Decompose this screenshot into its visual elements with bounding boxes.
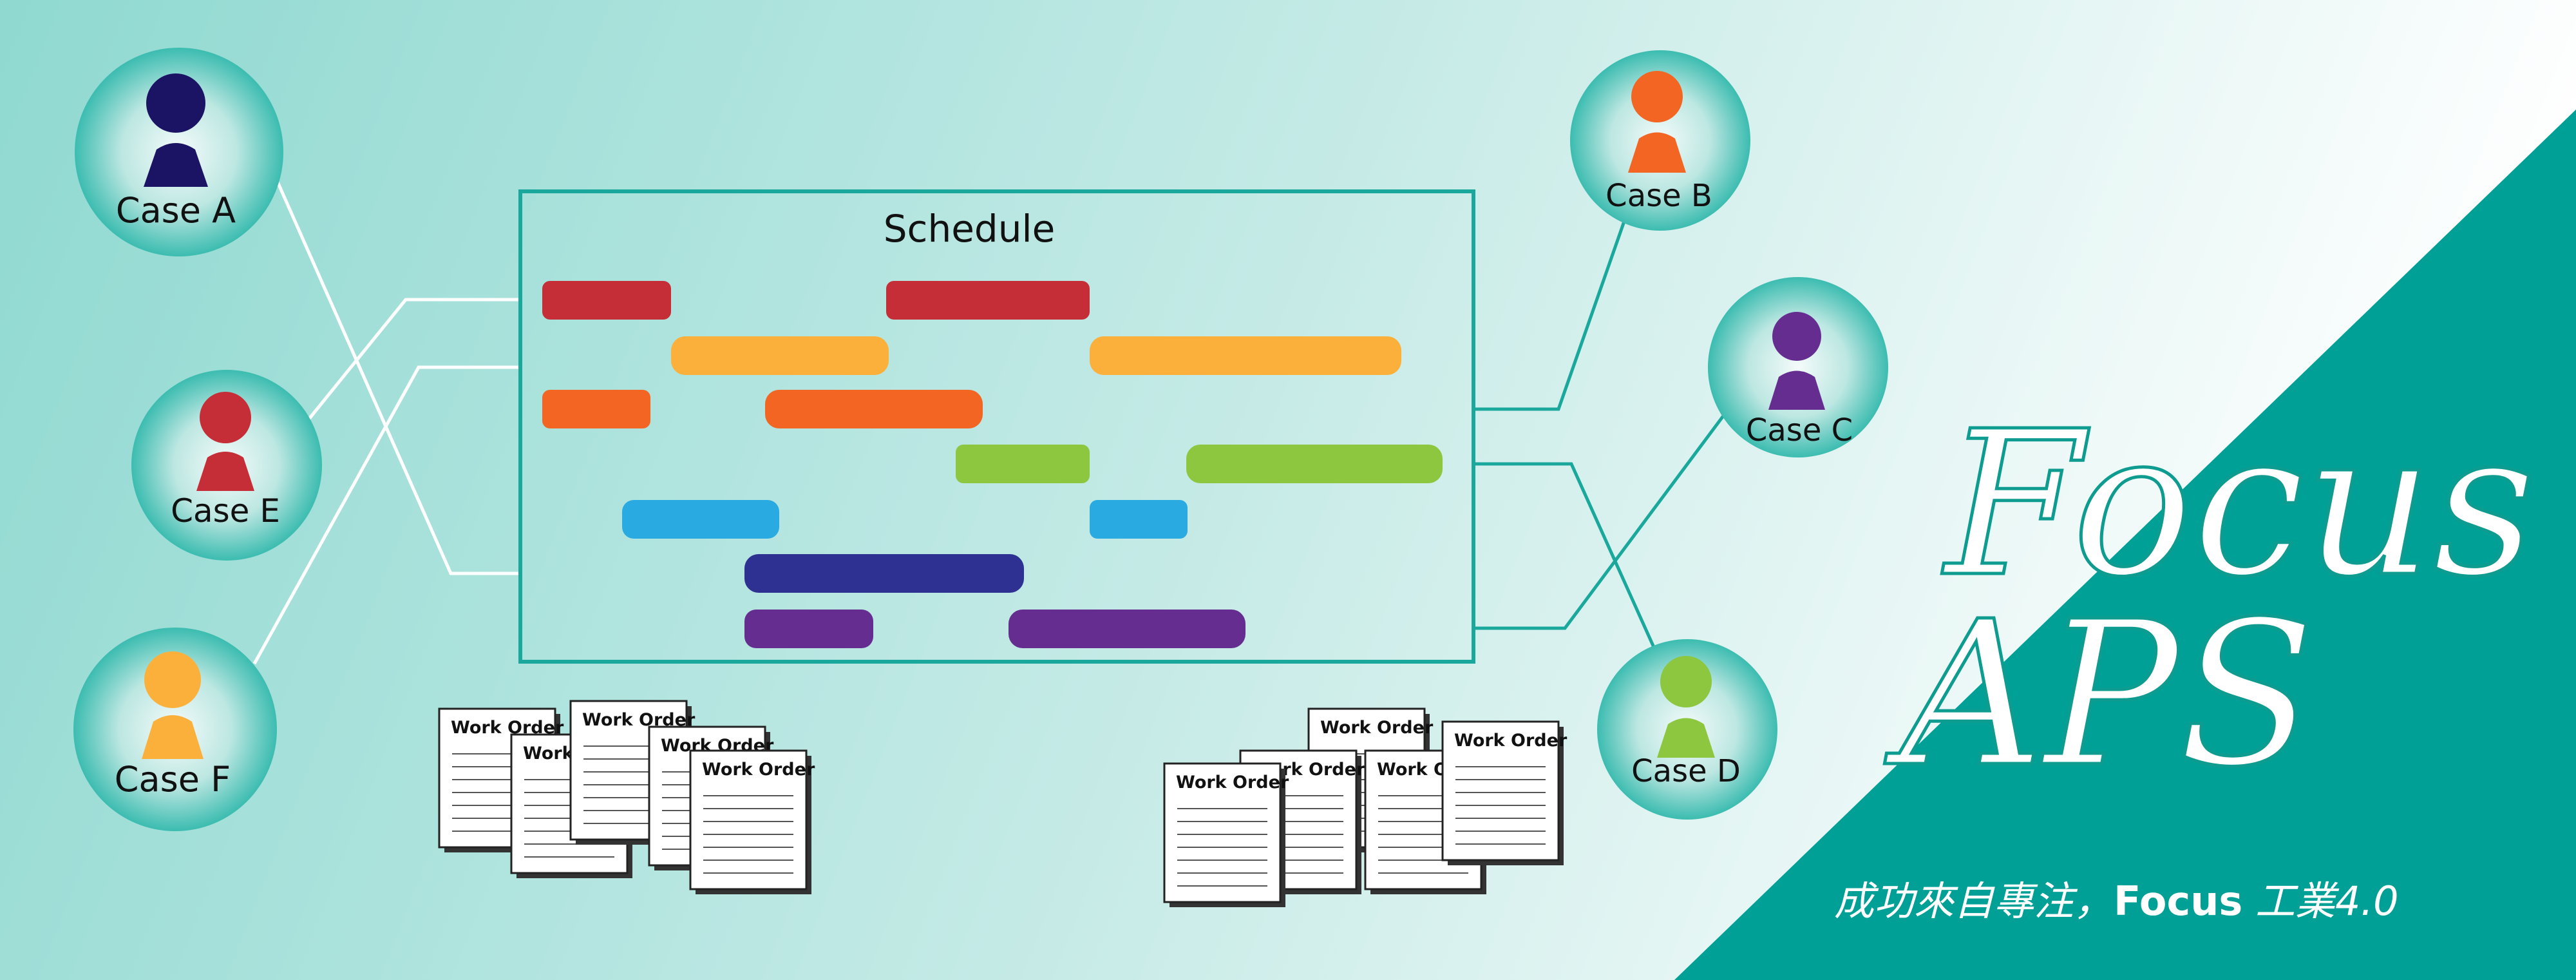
- task-bar-red-1: [542, 281, 671, 320]
- brand-line-2: APS: [1884, 579, 2315, 811]
- task-bar-green-1: [956, 445, 1090, 483]
- tagline-chinese: 成功來自專注，: [1834, 878, 2114, 925]
- work-order-document: Work Order: [1163, 762, 1289, 907]
- person-icon: [146, 73, 205, 133]
- work-order-label: Work Order: [702, 760, 815, 780]
- task-bar-purple-1: [744, 610, 873, 648]
- task-bar-green-2: [1186, 445, 1443, 483]
- person-icon-body: [1657, 718, 1715, 758]
- tagline-suffix: 工業4.0: [2242, 878, 2398, 925]
- connector-case-a: [275, 179, 518, 575]
- case-a: Case A: [75, 48, 283, 256]
- case-label: Case B: [1605, 178, 1712, 214]
- connector-case-c: [1473, 411, 1728, 630]
- task-bar-blue-2: [1090, 500, 1188, 539]
- brand-line-1: Focus: [1942, 389, 2535, 621]
- case-label: Case E: [171, 492, 280, 530]
- left-connectors: [252, 179, 518, 665]
- schedule-frame: [518, 189, 1475, 664]
- person-icon: [1660, 656, 1712, 707]
- person-icon: [1631, 71, 1683, 122]
- schedule-title: Schedule: [884, 207, 1056, 251]
- task-bar-navy-1: [744, 554, 1024, 593]
- case-circle: [1708, 277, 1888, 457]
- case-label: Case A: [116, 190, 236, 231]
- schedule-table: Schedule: [518, 189, 1475, 664]
- task-bar-red-2: [886, 281, 1090, 320]
- task-bar-orange-2: [765, 390, 983, 428]
- brand-logo: Focus APS: [1882, 387, 2537, 813]
- work-order-label: Work Order: [1454, 731, 1567, 751]
- tagline-focus: Focus: [2114, 878, 2242, 925]
- case-c: Case C: [1708, 277, 1888, 457]
- tagline: 成功來自專注，Focus 工業4.0: [1834, 878, 2399, 925]
- person-icon: [1772, 312, 1821, 361]
- task-bar-orange-1: [542, 390, 650, 428]
- task-bar-purple-2: [1009, 610, 1245, 648]
- task-bar-yellow-1: [671, 336, 889, 375]
- person-icon-body: [1768, 370, 1825, 410]
- work-order-label: Work Order: [1176, 773, 1289, 793]
- case-f: Case F: [73, 628, 277, 831]
- person-icon-body: [1628, 132, 1686, 173]
- accent-triangle: [1674, 110, 2576, 980]
- case-label: Case D: [1631, 753, 1741, 789]
- connector-case-f: [252, 365, 518, 665]
- connector-case-b: [1473, 215, 1628, 411]
- schedule-row-lines: [520, 271, 1473, 605]
- right-connectors: [1473, 215, 1728, 658]
- work-order-document: Work Order: [1441, 720, 1567, 865]
- work-order-label: Work Order: [1320, 718, 1434, 738]
- person-icon-body: [196, 452, 254, 491]
- person-icon-body: [142, 715, 204, 759]
- person-icon: [144, 651, 201, 708]
- case-b: Case B: [1570, 50, 1750, 231]
- work-order-document: Work Order: [689, 749, 815, 894]
- schedule-bars: [542, 281, 1443, 648]
- task-bar-yellow-2: [1090, 336, 1401, 375]
- person-icon: [200, 392, 251, 443]
- connector-case-e: [308, 298, 518, 420]
- person-icon-body: [144, 143, 208, 187]
- connector-case-d: [1473, 462, 1660, 658]
- task-bar-blue-1: [622, 500, 779, 539]
- case-e: Case E: [131, 370, 322, 561]
- case-label: Case F: [115, 759, 231, 800]
- case-d: Case D: [1597, 639, 1777, 820]
- case-label: Case C: [1746, 412, 1853, 448]
